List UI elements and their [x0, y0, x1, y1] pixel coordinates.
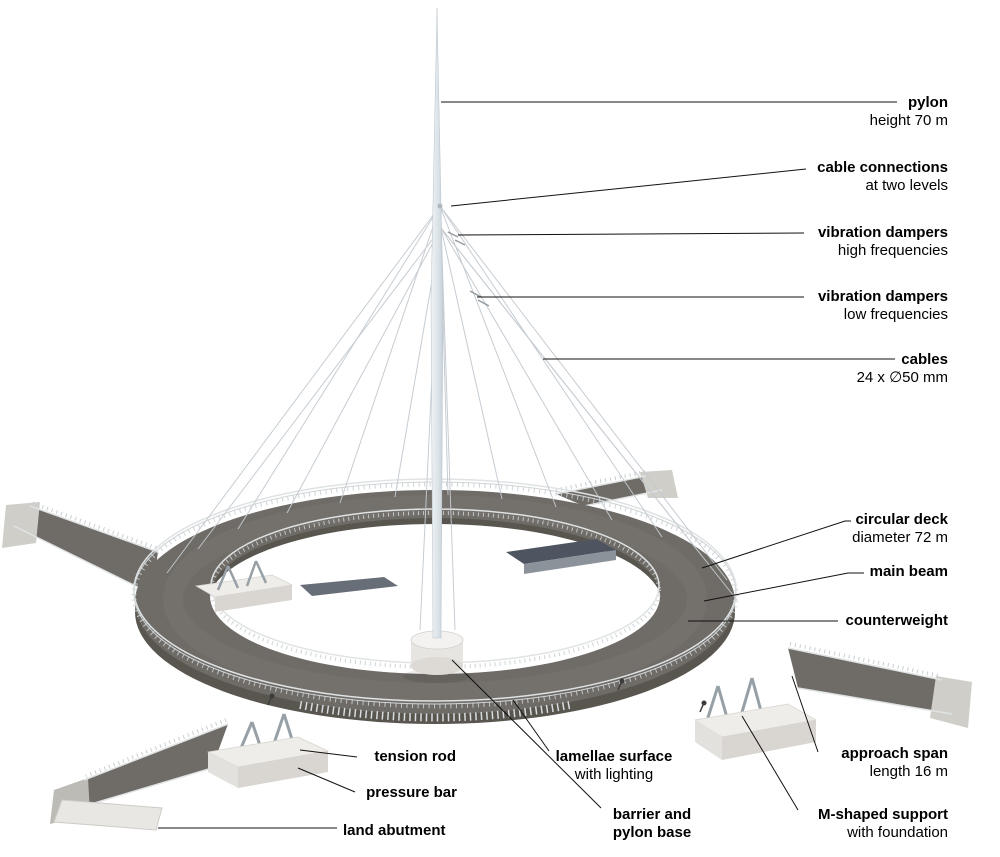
callout-approach-span: approach span length 16 m	[841, 745, 948, 781]
vibration-dampers	[447, 231, 490, 307]
leader-pressure-bar	[297, 767, 356, 793]
callout-vibration-dampers-low: vibration dampers low frequencies	[818, 288, 948, 324]
callout-circular-deck-title: circular deck	[855, 511, 948, 528]
callout-cables-title: cables	[901, 351, 948, 368]
callout-cables: cables 24 x ∅50 mm	[857, 351, 948, 387]
callout-cable-connections: cable connections at two levels	[817, 159, 948, 195]
callout-vibration-dampers-low-title: vibration dampers	[817, 288, 948, 305]
counterweight-slabs	[300, 539, 616, 596]
land-abutment	[53, 799, 163, 831]
callout-cables-subtitle: 24 x ∅50 mm	[856, 369, 948, 386]
callout-circular-deck-subtitle: diameter 72 m	[852, 529, 948, 546]
leader-tension-rod	[299, 749, 358, 758]
left-support	[194, 560, 294, 612]
leader-circular-deck	[701, 520, 851, 569]
callout-main-beam: main beam	[870, 563, 948, 581]
callout-m-shaped-support: M-shaped support with foundation	[818, 806, 948, 842]
callout-circular-deck: circular deck diameter 72 m	[852, 511, 948, 547]
leader-barrier-pylon-base	[451, 659, 602, 809]
callout-lamellae-surface: lamellae surface with lighting	[544, 748, 684, 784]
callout-m-shaped-support-subtitle: with foundation	[847, 824, 948, 841]
callout-cable-connections-subtitle: at two levels	[865, 177, 948, 194]
callout-pressure-bar-title: pressure bar	[366, 784, 457, 801]
callout-pylon: pylon height 70 m	[870, 94, 948, 130]
callout-cable-connections-title: cable connections	[817, 159, 948, 176]
pylon	[403, 7, 471, 683]
leader-lines	[158, 101, 897, 829]
callout-approach-span-title: approach span	[841, 745, 948, 762]
leader-m-shaped-support	[741, 715, 799, 811]
callout-approach-span-subtitle: length 16 m	[869, 763, 948, 780]
callout-pylon-subtitle: height 70 m	[869, 112, 948, 129]
m-shaped-support	[694, 677, 818, 760]
leader-main-beam	[703, 572, 864, 602]
callout-land-abutment-title: land abutment	[343, 822, 446, 839]
cable-connection-point	[437, 203, 443, 209]
leader-vibration-dampers-high	[457, 232, 805, 236]
cyclists	[267, 678, 707, 713]
callout-m-shaped-support-title: M-shaped support	[818, 806, 948, 823]
callout-counterweight-title: counterweight	[845, 612, 948, 629]
leader-cable-connections	[450, 168, 807, 207]
callout-main-beam-title: main beam	[869, 563, 948, 580]
callout-lamellae-surface-subtitle: with lighting	[574, 766, 654, 783]
callout-tension-rod-title: tension rod	[374, 748, 456, 765]
lamellae-surface	[299, 701, 571, 722]
callout-barrier-pylon-base: barrier and pylon base	[582, 806, 722, 842]
callout-vibration-dampers-high: vibration dampers high frequencies	[818, 224, 948, 260]
callout-vibration-dampers-high-subtitle: high frequencies	[837, 242, 948, 259]
supports-foundations	[194, 560, 818, 788]
callout-tension-rod: tension rod	[374, 748, 456, 766]
tension-rod-support	[206, 713, 330, 788]
callout-barrier-pylon-base-title: barrier and pylon base	[612, 806, 692, 841]
callout-pressure-bar: pressure bar	[366, 784, 457, 802]
cables	[166, 205, 738, 631]
callout-vibration-dampers-high-title: vibration dampers	[817, 224, 948, 241]
callout-lamellae-surface-title: lamellae surface	[555, 748, 673, 765]
leader-approach-span	[791, 675, 819, 753]
callout-vibration-dampers-low-subtitle: low frequencies	[843, 306, 948, 323]
callout-counterweight: counterweight	[845, 612, 948, 630]
approach-arms	[2, 470, 972, 831]
leader-lamellae-surface	[512, 699, 550, 752]
callout-land-abutment: land abutment	[343, 822, 446, 840]
callout-pylon-title: pylon	[908, 94, 948, 111]
